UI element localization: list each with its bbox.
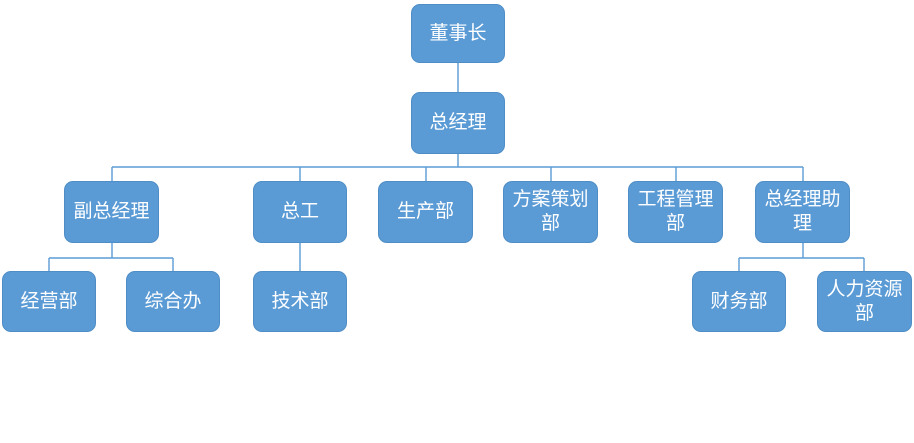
org-node-engineering-mgmt-dept-label: 工程管理部: [637, 189, 714, 234]
org-node-general-office[interactable]: 综合办: [126, 271, 220, 332]
connector-gm-assistant-bus: [738, 243, 865, 271]
org-node-deputy-general-manager-label: 副总经理: [73, 201, 150, 222]
org-node-technical-dept-label: 技术部: [271, 290, 329, 312]
org-node-production-dept[interactable]: 生产部: [378, 181, 473, 243]
org-node-chairman[interactable]: 董事长: [411, 4, 505, 63]
org-node-gm-assistant-label: 总经理助理: [764, 189, 841, 234]
org-node-finance-dept-label: 财务部: [710, 290, 768, 312]
connector-deputy-gm-bus: [48, 243, 174, 271]
org-node-gm-assistant[interactable]: 总经理助理: [755, 181, 850, 243]
org-node-planning-dept-label: 方案策划部: [512, 189, 589, 234]
org-node-general-office-label: 综合办: [144, 290, 202, 312]
org-node-chief-engineer[interactable]: 总工: [253, 181, 347, 243]
org-node-technical-dept[interactable]: 技术部: [253, 271, 347, 332]
org-node-deputy-general-manager[interactable]: 副总经理: [64, 181, 159, 243]
org-node-hr-dept[interactable]: 人力资源部: [817, 271, 912, 332]
org-node-planning-dept[interactable]: 方案策划部: [503, 181, 598, 243]
org-node-chairman-label: 董事长: [429, 22, 487, 44]
org-node-chief-engineer-label: 总工: [280, 201, 319, 222]
org-node-hr-dept-label: 人力资源部: [826, 278, 903, 324]
org-node-business-dept[interactable]: 经营部: [2, 271, 96, 332]
org-node-production-dept-label: 生产部: [396, 201, 454, 222]
org-node-business-dept-label: 经营部: [20, 290, 78, 312]
org-node-general-manager[interactable]: 总经理: [411, 92, 505, 154]
org-node-finance-dept[interactable]: 财务部: [692, 271, 786, 332]
org-node-engineering-mgmt-dept[interactable]: 工程管理部: [628, 181, 723, 243]
org-node-general-manager-label: 总经理: [429, 112, 487, 133]
